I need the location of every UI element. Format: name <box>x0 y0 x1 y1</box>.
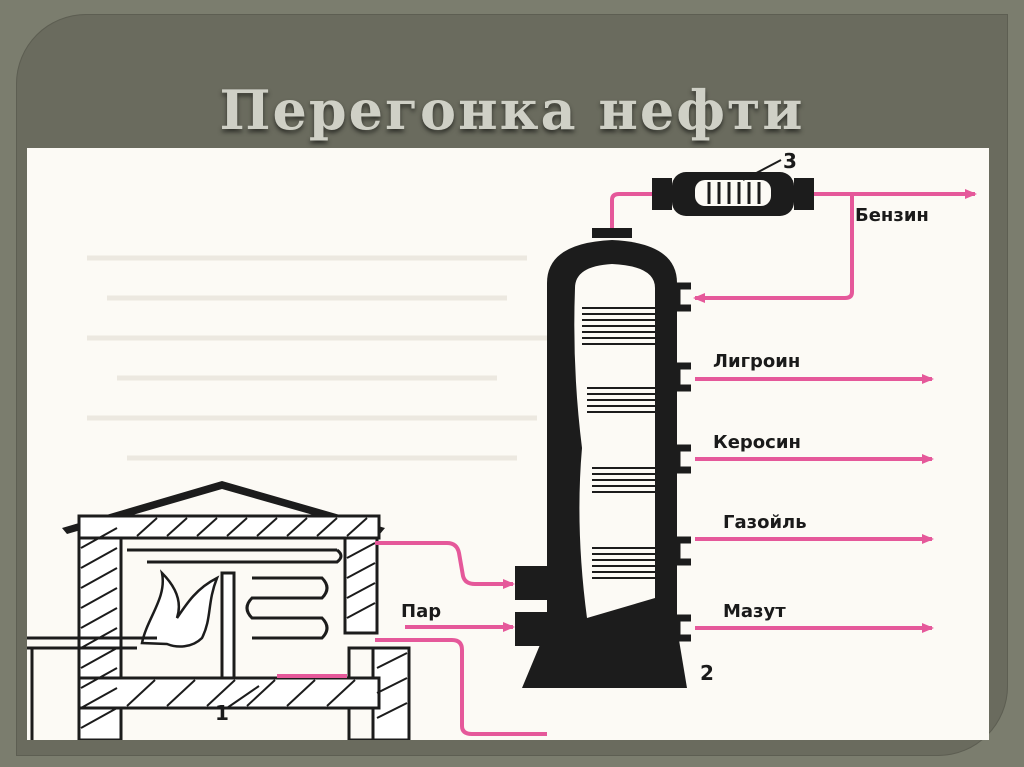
column-outlets <box>673 282 691 642</box>
flow-lines <box>277 189 977 736</box>
label-steam: Пар <box>401 601 441 622</box>
column-inlets <box>515 566 547 646</box>
furnace-hatching <box>80 517 408 729</box>
column-trays <box>582 307 655 579</box>
furnace-partition <box>220 571 236 680</box>
column-base <box>522 628 687 688</box>
label-condenser-number: 3 <box>783 149 797 173</box>
distillation-figure: 1 <box>27 148 989 740</box>
label-naphtha: Лигроин <box>713 351 800 372</box>
distillation-diagram: 1 <box>27 149 977 740</box>
label-column-number: 2 <box>700 661 714 685</box>
distillation-column: 2 <box>515 228 714 688</box>
furnace-coil <box>127 548 343 564</box>
burner-pipe <box>27 636 157 740</box>
furnace-floor <box>77 676 381 710</box>
flame-icon <box>140 569 220 648</box>
label-kerosene: Керосин <box>713 432 801 453</box>
tube-furnace: 1 <box>27 481 411 740</box>
label-gasoil: Газойль <box>723 512 807 533</box>
label-gasoline: Бензин <box>855 205 929 226</box>
product-labels: Бензин Лигроин Керосин Газойль Мазут Пар <box>401 205 929 622</box>
label-fuel-oil: Мазут <box>723 601 786 622</box>
background-texture <box>87 255 547 461</box>
label-furnace-number: 1 <box>215 701 229 725</box>
condenser: 3 <box>652 149 814 216</box>
furnace-coil-lower <box>245 576 329 640</box>
slide-title: Перегонка нефти <box>219 78 805 142</box>
